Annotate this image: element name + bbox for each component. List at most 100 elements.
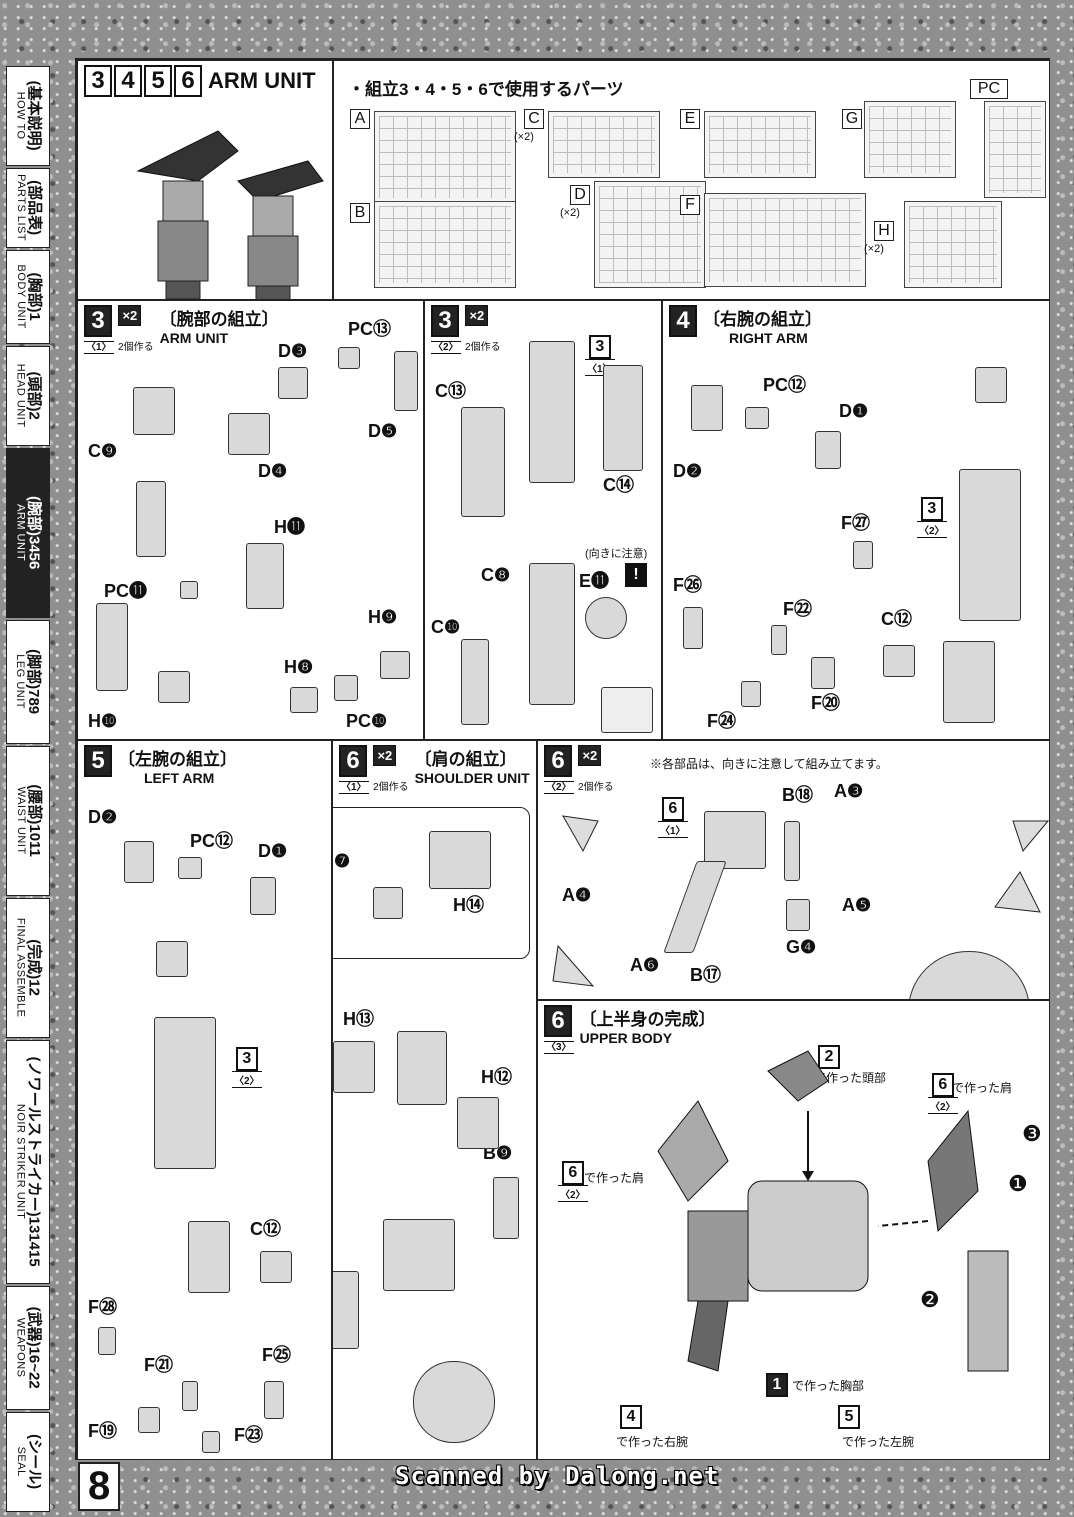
runner-label-c: C xyxy=(524,109,544,129)
part-d5 xyxy=(394,351,418,411)
part-d3 xyxy=(278,367,308,399)
step-number: 6 xyxy=(544,1005,572,1037)
part-pc11 xyxy=(180,581,198,599)
ref-text-head: で作った頭部 xyxy=(814,1071,887,1085)
orientation-caution: (向きに注意) xyxy=(585,548,648,560)
part-label: F㉕ xyxy=(262,1345,291,1365)
part-f24 xyxy=(741,681,761,707)
ref-sub-step: 〈1〉 xyxy=(658,821,688,838)
caution-icon: ! xyxy=(625,563,647,587)
part-c10 xyxy=(461,639,489,725)
part-forearm xyxy=(959,469,1021,621)
part-d2 xyxy=(691,385,723,431)
part-g4 xyxy=(786,899,810,931)
step-reference-3-1: 3 〈1〉 xyxy=(585,335,615,376)
runner-label-a: A xyxy=(350,109,370,129)
step-title-en: UPPER BODY xyxy=(579,1030,673,1046)
step-num-6: 6 xyxy=(174,65,202,97)
part-a5-triangle-icon xyxy=(994,871,1041,913)
step-6-1-panel: 6 ×2 〈1〉 2個作る 〔肩の組立〕 SHOULDER UNIT H❼ H⑭… xyxy=(332,740,537,1460)
step-num-5: 5 xyxy=(144,65,172,97)
part-c13 xyxy=(461,407,505,517)
part-arm-assembly xyxy=(529,341,575,483)
step-3-1-panel: 3 ×2 〈1〉 2個作る 〔腕部の組立〕 ARM UNIT PC⑬ D❸ D❺… xyxy=(77,300,424,740)
part-h14 xyxy=(429,831,491,889)
part-label: PC❿ xyxy=(346,711,388,731)
ref-step-number: 6 xyxy=(661,797,684,821)
part-label: PC⑫ xyxy=(763,375,807,395)
step-4-heading: 4 〔右腕の組立〕 RIGHT ARM xyxy=(669,305,822,346)
tab-label-en: SEAL xyxy=(14,1446,27,1478)
part-label: C⑫ xyxy=(250,1219,281,1239)
make-count-note: 2個作る xyxy=(373,782,409,793)
step-number: 5 xyxy=(84,745,112,777)
part-c12 xyxy=(883,645,915,677)
step-number: 4 xyxy=(669,305,697,337)
part-d2 xyxy=(124,841,154,883)
part-label: F⑳ xyxy=(811,693,840,713)
part-hand xyxy=(943,641,995,723)
upper-body-assembly-illustration xyxy=(657,1050,1009,1372)
part-d1 xyxy=(815,431,841,469)
part-label: C❿ xyxy=(431,617,461,637)
tab-label-en: PARTS LIST xyxy=(14,174,27,242)
runner-c xyxy=(548,111,660,178)
part-f26 xyxy=(683,607,703,649)
part-label: A❺ xyxy=(842,895,872,915)
part-h11 xyxy=(246,543,284,609)
ref-text-right-arm: で作った右腕 xyxy=(616,1435,689,1449)
step-3-2-panel: 3 ×2 〈2〉 2個作る 3 〈1〉 C⑬ C⑭ (向きに注意) E⓫ ! C… xyxy=(424,300,662,740)
part-label: C⑫ xyxy=(881,609,912,629)
step-reference-3-2: 3 〈2〉 xyxy=(917,497,947,538)
part-c12 xyxy=(260,1251,292,1283)
step-5-panel: 5 〔左腕の組立〕 LEFT ARM 3 〈2〉 D❷ PC⑫ D❶ C⑫ F㉘… xyxy=(77,740,332,1460)
part-assembly-core xyxy=(136,481,166,557)
runner-e xyxy=(704,111,816,178)
step-number: 6 xyxy=(544,745,572,777)
part-d1 xyxy=(250,877,276,915)
step-title-en: ARM UNIT xyxy=(159,330,229,346)
make-count-note: 2個作る xyxy=(118,342,154,353)
step-6-3-heading: 6 〈3〉 〔上半身の完成〕 UPPER BODY xyxy=(544,1005,716,1055)
tab-label-jp: (腰部)1011 xyxy=(25,784,43,858)
runner-label-f: F xyxy=(680,195,700,215)
part-b18 xyxy=(784,821,800,881)
part-h12 xyxy=(457,1097,499,1149)
step-6-3-panel: 6 〈3〉 〔上半身の完成〕 UPPER BODY 2 で作った頭部 6 〈2〉… xyxy=(537,1000,1050,1460)
quantity-badge: ×2 xyxy=(465,305,489,326)
runner-f xyxy=(704,193,866,287)
ref-shoulder-right: 6 〈2〉 xyxy=(928,1073,958,1114)
tab-parts-list[interactable]: (部品表)PARTS LIST xyxy=(6,168,50,248)
step-reference-6-1: 6 〈1〉 xyxy=(658,797,688,838)
sequence-arrow-3: ❸ xyxy=(1022,1121,1042,1146)
parts-used-heading: ・組立3・4・5・6で使用するパーツ xyxy=(348,80,624,99)
tab-label-jp: (頭部)2 xyxy=(25,371,43,421)
part-f19 xyxy=(138,1407,160,1433)
part-elbow xyxy=(975,367,1007,403)
ref-sub-step: 〈2〉 xyxy=(232,1071,262,1088)
step-num-4: 4 xyxy=(114,65,142,97)
tab-how-to[interactable]: (基本説明)HOW TO xyxy=(6,66,50,166)
part-label: F㉓ xyxy=(234,1425,263,1445)
part-pc13 xyxy=(338,347,360,369)
part-f25 xyxy=(264,1381,284,1419)
step-title-jp: 〔腕部の組立〕 xyxy=(159,310,279,329)
part-label: H⑬ xyxy=(343,1009,374,1029)
step-6-1-heading: 6 ×2 〈1〉 2個作る 〔肩の組立〕 SHOULDER UNIT xyxy=(339,745,530,795)
part-shoulder-core xyxy=(397,1031,447,1105)
tab-seal[interactable]: (シール)SEAL xyxy=(6,1412,50,1512)
runner-h xyxy=(904,201,1002,288)
quantity-badge: ×2 xyxy=(578,745,602,766)
tab-label-jp: (シール) xyxy=(25,1434,43,1490)
ref-sub-step: 〈1〉 xyxy=(585,359,615,376)
tab-label-en: WAIST UNIT xyxy=(14,787,27,855)
tab-label-en: HEAD UNIT xyxy=(14,364,27,428)
